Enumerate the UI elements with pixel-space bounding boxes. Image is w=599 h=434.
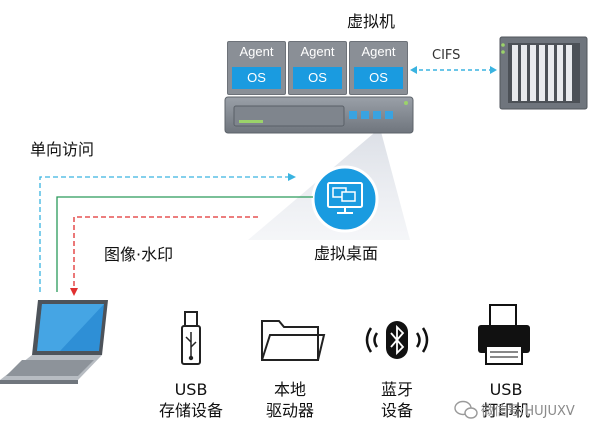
- device-caption-line: 存储设备: [158, 401, 223, 420]
- one-way-access-line: [39, 176, 290, 292]
- printer-icon: [478, 304, 530, 365]
- vm-block-2: Agent OS: [288, 41, 347, 95]
- device-caption-local-drive: 本地 驱动器: [250, 379, 330, 421]
- arrow-right-icon: [490, 66, 497, 74]
- folder-icon: [261, 320, 326, 361]
- vm-block-3: Agent OS: [349, 41, 408, 95]
- vm-os-label: OS: [293, 67, 342, 89]
- one-way-access-label: 单向访问: [30, 140, 95, 159]
- vm-cluster-label: 虚拟机: [347, 12, 396, 31]
- storage-rack-icon: [499, 36, 588, 110]
- virtual-desktop-label: 虚拟桌面: [314, 244, 379, 263]
- vm-os-label: OS: [232, 67, 281, 89]
- device-caption-line: 打印机: [481, 401, 530, 420]
- device-caption-line: 本地: [273, 380, 306, 399]
- image-watermark-line: [73, 216, 258, 290]
- watermark-text: 微信号:HUJUXV: [481, 404, 575, 419]
- device-caption-line: 驱动器: [265, 401, 314, 420]
- bluetooth-icon: [365, 321, 429, 359]
- usb-storage-icon: [181, 311, 201, 365]
- cifs-label: CIFS: [432, 48, 461, 63]
- vm-block-1: Agent OS: [227, 41, 286, 95]
- device-caption-line: USB: [174, 380, 208, 399]
- virtual-desktop-icon: [311, 165, 379, 233]
- server-chassis-icon: [224, 96, 414, 134]
- vm-agent-label: Agent: [300, 44, 335, 59]
- device-caption-usb-printer: USB 打印机: [466, 379, 546, 421]
- vm-os-label: OS: [354, 67, 403, 89]
- device-caption-usb-storage: USB 存储设备: [146, 379, 236, 421]
- arrow-right-icon: [288, 173, 296, 181]
- display-stream-line: [56, 196, 313, 292]
- vm-agent-label: Agent: [361, 44, 396, 59]
- device-caption-line: USB: [489, 380, 523, 399]
- wechat-logo-icon: [454, 400, 478, 419]
- device-caption-line: 设备: [380, 401, 413, 420]
- image-watermark-label: 图像·水印: [104, 245, 174, 264]
- arrow-left-icon: [410, 66, 417, 74]
- laptop-icon: [0, 300, 108, 384]
- device-caption-line: 蓝牙: [380, 380, 413, 399]
- arrow-down-icon: [70, 288, 78, 296]
- vm-agent-label: Agent: [239, 44, 274, 59]
- device-caption-bluetooth: 蓝牙 设备: [358, 379, 436, 421]
